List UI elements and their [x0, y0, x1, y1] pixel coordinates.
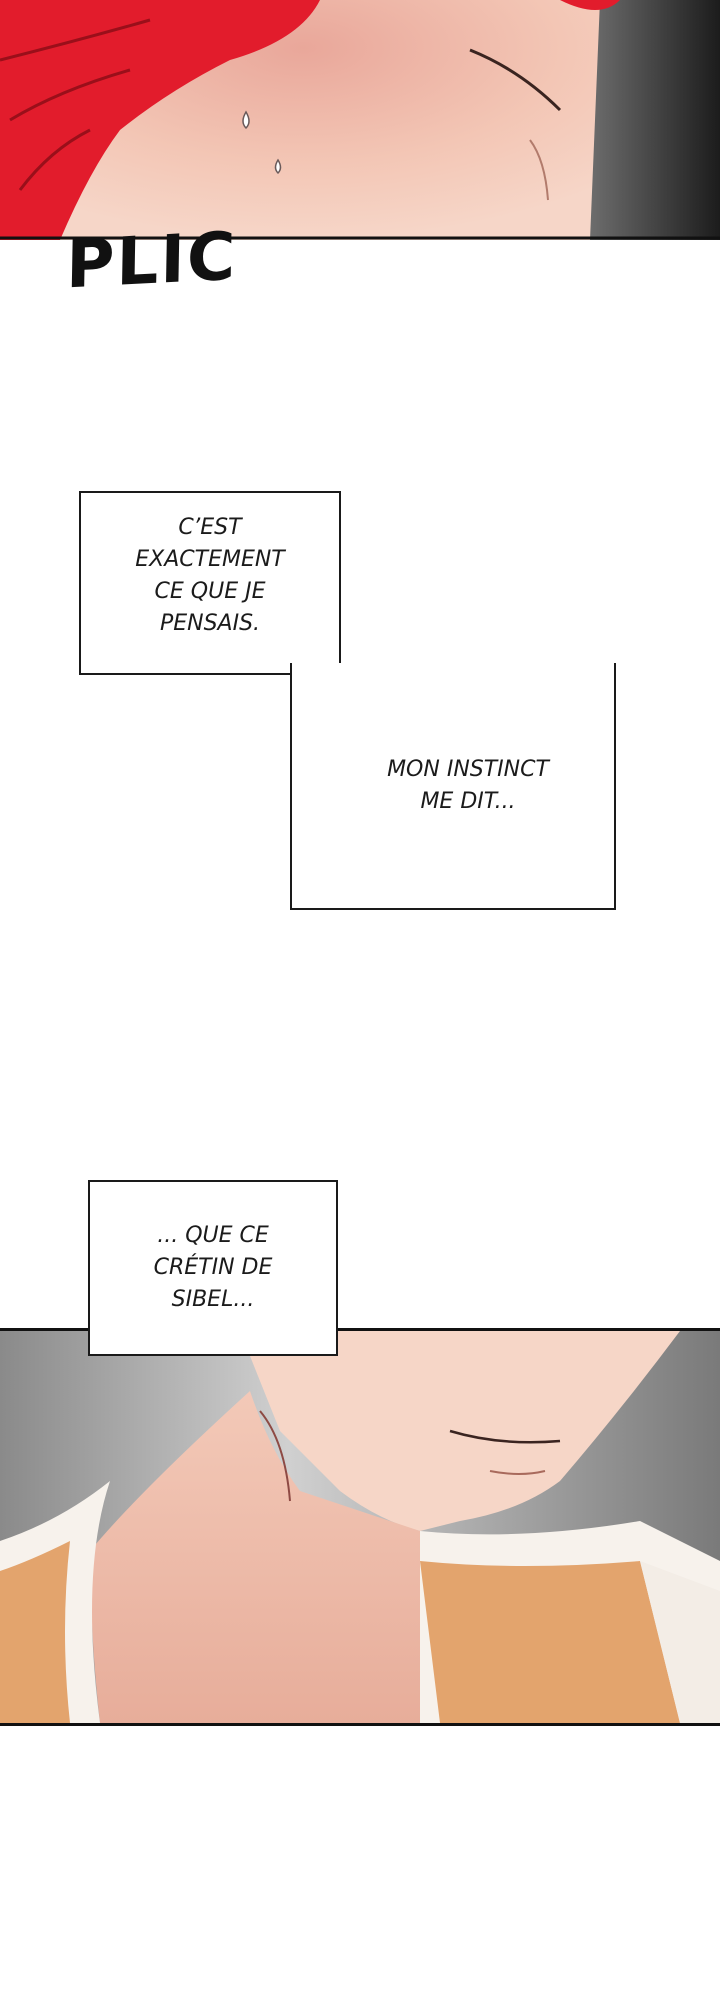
caption-text: ... QUE CE CRÉTIN DE SIBEL...: [153, 1223, 273, 1312]
vest: [0, 1541, 70, 1723]
caption-text: C’EST EXACTEMENT CE QUE JE PENSAIS.: [135, 515, 285, 636]
top-panel: [0, 0, 720, 240]
bottom-panel-art: [0, 1331, 720, 1723]
chin: [240, 1331, 680, 1531]
sweat-drop: [274, 158, 282, 175]
sweat-drop: [242, 110, 250, 130]
neck: [90, 1391, 420, 1723]
bottom-panel: [0, 1328, 720, 1726]
top-panel-art: [0, 0, 720, 240]
sound-effect-text: PLIC: [65, 217, 238, 304]
caption-box: C’EST EXACTEMENT CE QUE JE PENSAIS.: [79, 491, 341, 675]
caption-text: MON INSTINCT ME DIT...: [387, 756, 549, 814]
caption-box: MON INSTINCT ME DIT...: [290, 663, 616, 910]
red-hair: [0, 0, 320, 240]
caption-box: ... QUE CE CRÉTIN DE SIBEL...: [88, 1180, 338, 1356]
